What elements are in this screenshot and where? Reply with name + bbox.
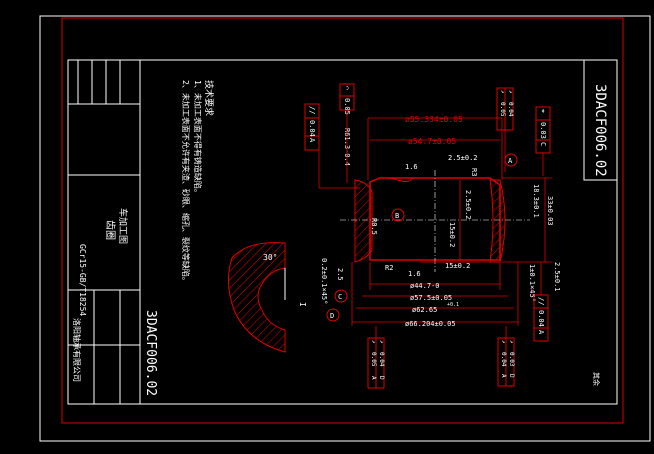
outer-border — [39, 15, 651, 442]
dim-d-top-inner: ø54.7±0.05 — [408, 137, 456, 146]
dim-d-top-outer: ø55.334±0.05 — [405, 115, 463, 124]
gdt-runout-top: ↗ 0.05 ↗ 0.04 — [496, 87, 514, 131]
dim-d-bottom-1: ø44.7-0 — [410, 282, 440, 290]
roughness-note: 其余 — [592, 372, 601, 386]
svg-text:A: A — [500, 374, 507, 378]
svg-text:A: A — [308, 138, 316, 143]
svg-text:⌒: ⌒ — [343, 86, 351, 90]
svg-text:↗: ↗ — [508, 340, 515, 344]
dim-r-right: R3 — [470, 168, 478, 176]
drawing-number-box — [583, 59, 618, 181]
svg-text:A: A — [537, 330, 545, 335]
svg-text:D: D — [330, 312, 334, 320]
tech-item-2: 2、未加工表面不允许有夹渣、砂眼、缩孔、裂纹等缺陷。 — [181, 80, 191, 285]
svg-text://: // — [308, 106, 316, 114]
svg-text:A: A — [370, 376, 377, 380]
svg-text:↗: ↗ — [507, 90, 514, 94]
dim-chamfer-right: 1±0.1×45° — [528, 264, 536, 302]
svg-text:0.04: 0.04 — [537, 310, 545, 327]
dim-d-bottom-2: ø57.5±0.05 — [410, 294, 452, 302]
dim-len-2: 2.5±0.2 — [464, 190, 472, 220]
svg-text:↗: ↗ — [378, 340, 385, 344]
tech-item-1: 1、未加工表面不得有铸造缺陷。 — [193, 80, 203, 197]
svg-text:D: D — [508, 374, 515, 378]
dimension-lines — [351, 117, 552, 326]
gdt-parallel-top: // 0.04 A — [304, 103, 320, 151]
svg-text:↗: ↗ — [370, 340, 377, 344]
process-text: 车加工图 — [117, 208, 129, 244]
svg-text:0.05: 0.05 — [370, 352, 377, 367]
svg-text:D: D — [378, 376, 385, 380]
dim-len-5: 1.6 — [405, 163, 418, 171]
svg-text:0.04: 0.04 — [308, 120, 316, 137]
part-name-text: 齿圈 — [104, 220, 116, 240]
tech-requirements: 技术要求 1、未加工表面不得有铸造缺陷。 2、未加工表面不允许有夹渣、砂眼、缩孔… — [181, 80, 215, 285]
dimension-texts: ø55.334±0.05 ø54.7±0.05 R61.3-0.4 1.6 2.… — [320, 115, 561, 328]
dim-height-left: 15±0.2 — [445, 262, 470, 270]
svg-text:A: A — [508, 157, 513, 165]
gdt-runout-bottom-right: ↗ 0.04 A ↗ 0.03 D — [497, 337, 515, 387]
tech-title: 技术要求 — [203, 80, 215, 116]
svg-text:↗: ↗ — [500, 340, 507, 344]
svg-text:0.05: 0.05 — [343, 98, 351, 115]
dim-len-6: 1.6 — [408, 270, 421, 278]
svg-text:0.04: 0.04 — [507, 102, 514, 117]
dim-d-bottom-3-tol: +0.1 — [447, 302, 459, 308]
dim-len-1: 2.5±0.2 — [448, 154, 478, 162]
dim-r-bottom: R2 — [385, 264, 393, 272]
dim-len-3: 2.5±0.1 — [553, 262, 561, 292]
part-section — [340, 170, 530, 272]
dim-height-mid: 15±0.2 — [448, 222, 456, 247]
dim-d-bottom-3: ø62.65 — [412, 306, 437, 314]
leader-lines — [318, 110, 544, 338]
company-text: 洛阳轴承有限公司 — [72, 318, 82, 382]
material-text: GCr15-GB/T18254 — [78, 244, 87, 316]
svg-text://: // — [537, 297, 545, 305]
inner-frame — [61, 17, 624, 424]
svg-text:0.04: 0.04 — [378, 352, 385, 367]
gdt-runout-bottom-left: ↗ 0.05 A ↗ 0.04 D — [367, 337, 385, 389]
svg-text:0.05: 0.05 — [499, 102, 506, 117]
detail-label: I — [298, 302, 307, 307]
svg-text:0.04: 0.04 — [500, 352, 507, 367]
svg-text:B: B — [395, 212, 399, 220]
detail-view: 30° I — [228, 242, 307, 353]
detail-angle: 30° — [263, 253, 277, 262]
svg-text:C: C — [539, 142, 547, 146]
dim-d-bottom-4: ø66.204±0.05 — [405, 320, 456, 328]
svg-text:0.03: 0.03 — [508, 352, 515, 367]
drawing-number: 3DACF006.02 — [592, 84, 608, 177]
dim-h-right: 18.3±0.1 — [532, 184, 540, 218]
title-block: GCr15-GB/T18254 齿圈 车加工图 3DACF006.02 洛阳轴承… — [67, 59, 158, 405]
title-drawing-no: 3DACF006.02 — [143, 310, 158, 396]
dim-chamfer-left: 0.2±0.1×45° — [320, 258, 328, 304]
dim-len-4: 2.5 — [336, 268, 344, 281]
svg-text:⌖: ⌖ — [539, 109, 547, 113]
svg-text:↗: ↗ — [499, 90, 506, 94]
dim-r-left: R0.5 — [370, 218, 378, 235]
svg-text:C: C — [338, 293, 342, 301]
gdt-position-top: ⌖ 0.03 C — [535, 106, 551, 154]
dim-width-total: 33±0.03 — [546, 196, 554, 226]
svg-text:0.03: 0.03 — [539, 122, 547, 139]
